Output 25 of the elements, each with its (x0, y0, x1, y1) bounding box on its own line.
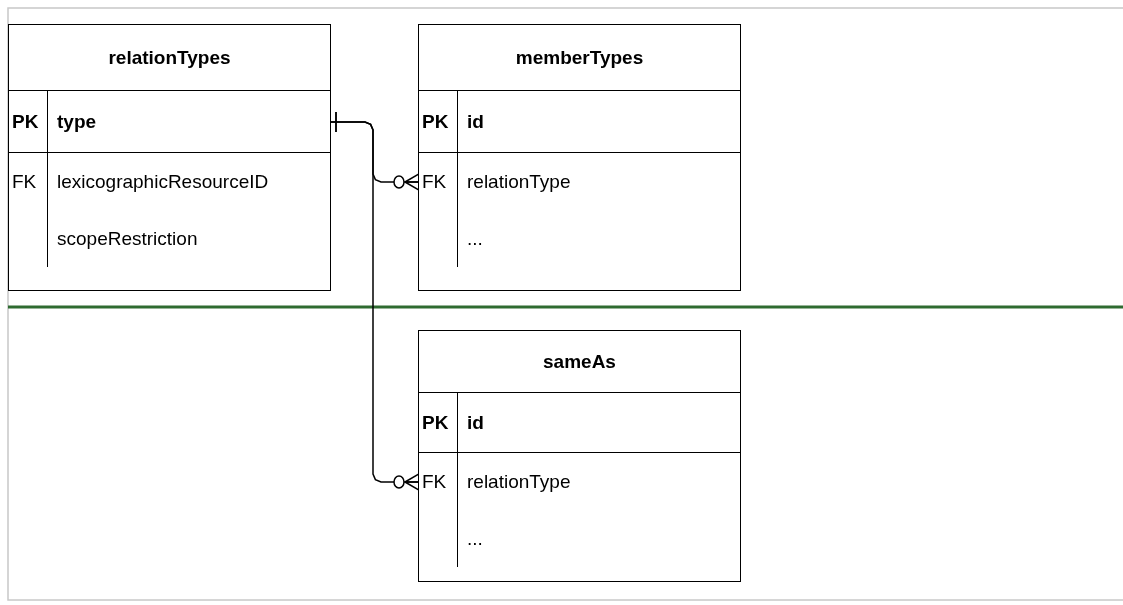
key-label: PK (12, 110, 39, 133)
table-row (419, 91, 740, 153)
key-label: FK (12, 171, 37, 193)
key-label: FK (422, 471, 447, 493)
column-name: ... (467, 528, 483, 550)
column-name: relationType (467, 471, 571, 493)
column-name: id (467, 411, 484, 434)
table-row (9, 91, 330, 153)
column-name: lexicographicResourceID (57, 171, 269, 193)
table-row (419, 393, 740, 453)
table-name: sameAs (543, 350, 616, 373)
key-label: FK (422, 171, 447, 193)
table-name: memberTypes (515, 46, 644, 69)
table-name: relationTypes (108, 46, 231, 69)
column-name: id (467, 110, 484, 133)
key-label: PK (422, 110, 449, 133)
entity-table (418, 24, 741, 291)
entity-table (8, 24, 331, 291)
column-name: scopeRestriction (57, 228, 198, 250)
relationship-line (329, 111, 420, 491)
entity-table (418, 330, 741, 582)
column-name: ... (467, 228, 483, 250)
key-label: PK (422, 411, 449, 434)
column-name: type (57, 110, 97, 133)
column-name: relationType (467, 171, 571, 193)
